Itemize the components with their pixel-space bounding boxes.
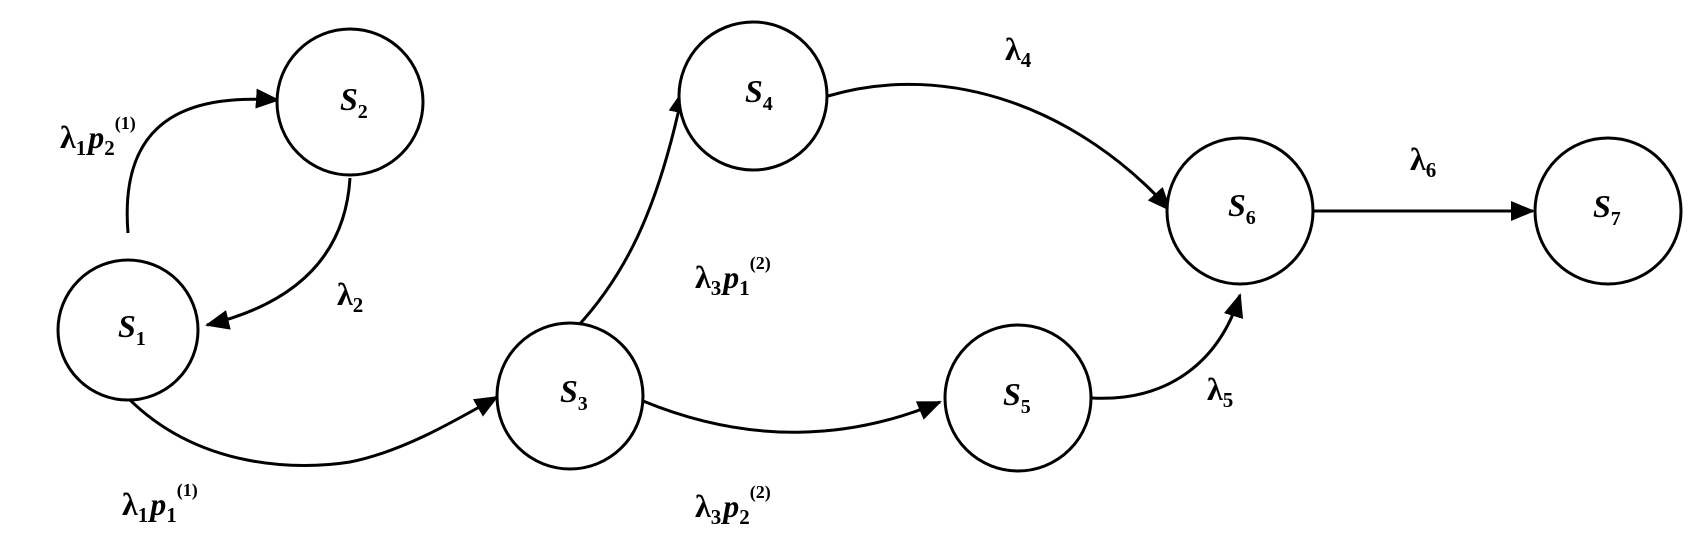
node-s6-circle [1165, 136, 1315, 286]
node-s7: S7 [1533, 136, 1683, 286]
node-s2-label: S2 [340, 81, 368, 123]
edge-s1-s2-arrow [125, 88, 280, 234]
edge-s5-s6-arrow [1091, 293, 1244, 400]
node-s1: S1 [56, 258, 200, 402]
edge-s2-s1-arrow [205, 177, 352, 330]
edge-label-s4-s6: λ4 [1005, 31, 1032, 72]
edge-label-s3-s5: λ3p2(2) [695, 482, 771, 529]
edge-label-s2-s1: λ2 [337, 276, 363, 317]
node-s2-circle [275, 27, 425, 177]
edge-s3-s5-arrow [642, 399, 942, 434]
node-s5: S5 [943, 323, 1093, 473]
node-s4-circle [677, 20, 829, 172]
node-s1-circle [56, 258, 200, 402]
edge-label-s3-s4: λ3p1(2) [695, 253, 771, 300]
node-s6-label: S6 [1228, 187, 1256, 229]
edge-s4-s6-arrow [827, 82, 1172, 212]
edge-s3-s4-arrow [575, 89, 689, 329]
edge-s1-s3-arrow [126, 395, 499, 467]
node-s4-label: S4 [745, 73, 773, 115]
node-s5-circle [943, 323, 1093, 473]
node-s7-circle [1533, 136, 1683, 286]
node-s7-label: S7 [1593, 188, 1621, 230]
node-s3-label: S3 [560, 373, 588, 415]
node-s5-label: S5 [1003, 376, 1031, 418]
node-s3-circle [495, 321, 645, 471]
node-s1-label: S1 [118, 308, 146, 350]
node-s4: S4 [677, 20, 829, 172]
node-s2: S2 [275, 27, 425, 177]
node-s6: S6 [1165, 136, 1315, 286]
edge-label-s1-s3: λ1p1(1) [122, 480, 198, 527]
edge-label-s5-s6: λ5 [1207, 371, 1233, 412]
edge-label-s1-s2: λ1p2(1) [60, 113, 136, 160]
edge-label-s6-s7: λ6 [1410, 141, 1436, 182]
node-s3: S3 [495, 321, 645, 471]
